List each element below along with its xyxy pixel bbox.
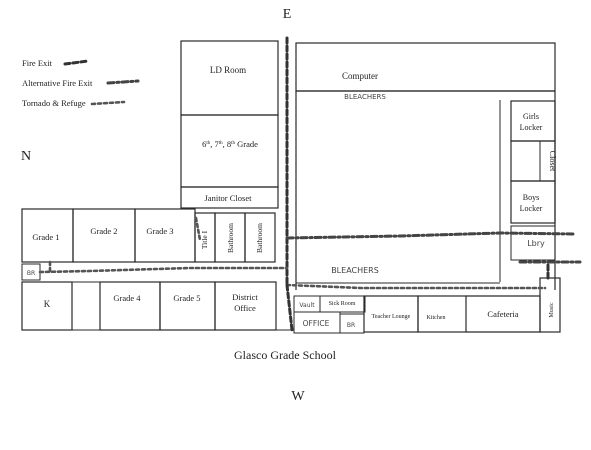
- grade4-wall: [99, 281, 161, 331]
- label-computer: Computer: [342, 71, 378, 81]
- ld-room-wall: [180, 40, 279, 116]
- sick-room-wall: [319, 295, 366, 313]
- label-girls-locker-1: Girls: [523, 112, 539, 121]
- label-teacher-lounge: Teacher Lounge: [372, 314, 411, 320]
- label-br-small: BR: [27, 270, 35, 277]
- route-gym-corridor: [285, 231, 577, 240]
- legend-tornado-swatch: [90, 100, 126, 106]
- legend-tornado-label: Tornado & Refuge: [22, 98, 86, 108]
- legend-fire-exit-swatch: [63, 59, 90, 66]
- room-labels: LD Room Computer BLEACHERS 6th, 7th, 8th…: [27, 65, 557, 329]
- label-boys-locker-2: Locker: [520, 204, 543, 213]
- legend-alt-fire-exit-swatch: [106, 79, 140, 85]
- label-grade2: Grade 2: [90, 226, 117, 236]
- label-grade1: Grade 1: [32, 232, 59, 242]
- label-music: Music: [549, 302, 555, 317]
- bathroom2-wall: [244, 212, 276, 263]
- label-k: K: [44, 299, 51, 309]
- label-grade3: Grade 3: [146, 226, 173, 236]
- plan-title: Glasco Grade School: [234, 348, 337, 362]
- label-vault: Vault: [299, 302, 315, 309]
- label-sick-room: Sick Room: [329, 301, 356, 307]
- label-closet-right: Closet: [548, 151, 557, 172]
- compass-north: N: [21, 149, 31, 164]
- label-office: OFFICE: [303, 319, 330, 328]
- label-cafeteria: Cafeteria: [487, 309, 518, 319]
- legend-fire-exit-label: Fire Exit: [22, 58, 53, 68]
- label-br-office: BR: [347, 322, 355, 329]
- route-west-corridor: [38, 266, 289, 274]
- label-janitor-closet: Janitor Closet: [205, 193, 253, 203]
- janitor-closet-wall: [180, 186, 279, 209]
- legend-alt-fire-exit-label: Alternative Fire Exit: [22, 78, 93, 88]
- computer-room-wall: [295, 42, 556, 92]
- route-lower-corridor: [285, 283, 547, 290]
- label-bleachers-top: BLEACHERS: [344, 93, 386, 101]
- label-bathroom2: Bathroom: [255, 223, 264, 253]
- label-ld-room: LD Room: [210, 65, 246, 75]
- label-library: Lbry: [527, 239, 545, 248]
- exit-routes: [38, 36, 582, 332]
- label-boys-locker-1: Boys: [523, 193, 539, 202]
- legend: Fire Exit Alternative Fire Exit Tornado …: [22, 58, 140, 108]
- label-bathroom1: Bathroom: [226, 223, 235, 253]
- compass-east: E: [283, 7, 292, 22]
- grade5-wall: [159, 281, 216, 331]
- label-grade-678: 6th, 7th, 8th Grade: [202, 139, 258, 149]
- label-title1: Title I: [200, 230, 209, 249]
- boys-locker-wall: [510, 180, 556, 224]
- label-district-office-2: Office: [234, 303, 256, 313]
- label-kitchen: Kitchen: [427, 315, 446, 321]
- compass-west: W: [291, 389, 305, 404]
- grade-678-wall: [180, 114, 279, 188]
- building-walls: [21, 40, 561, 334]
- music-wall: [539, 277, 561, 333]
- label-district-office-1: District: [232, 292, 258, 302]
- label-grade4: Grade 4: [113, 293, 141, 303]
- library-wall: [510, 225, 556, 261]
- label-grade5: Grade 5: [173, 293, 200, 303]
- kitchen-wall: [417, 295, 467, 333]
- girls-locker-wall: [510, 100, 556, 142]
- label-bleachers-bottom: BLEACHERS: [331, 266, 379, 275]
- route-office-exit: [285, 283, 294, 332]
- label-girls-locker-2: Locker: [520, 123, 543, 132]
